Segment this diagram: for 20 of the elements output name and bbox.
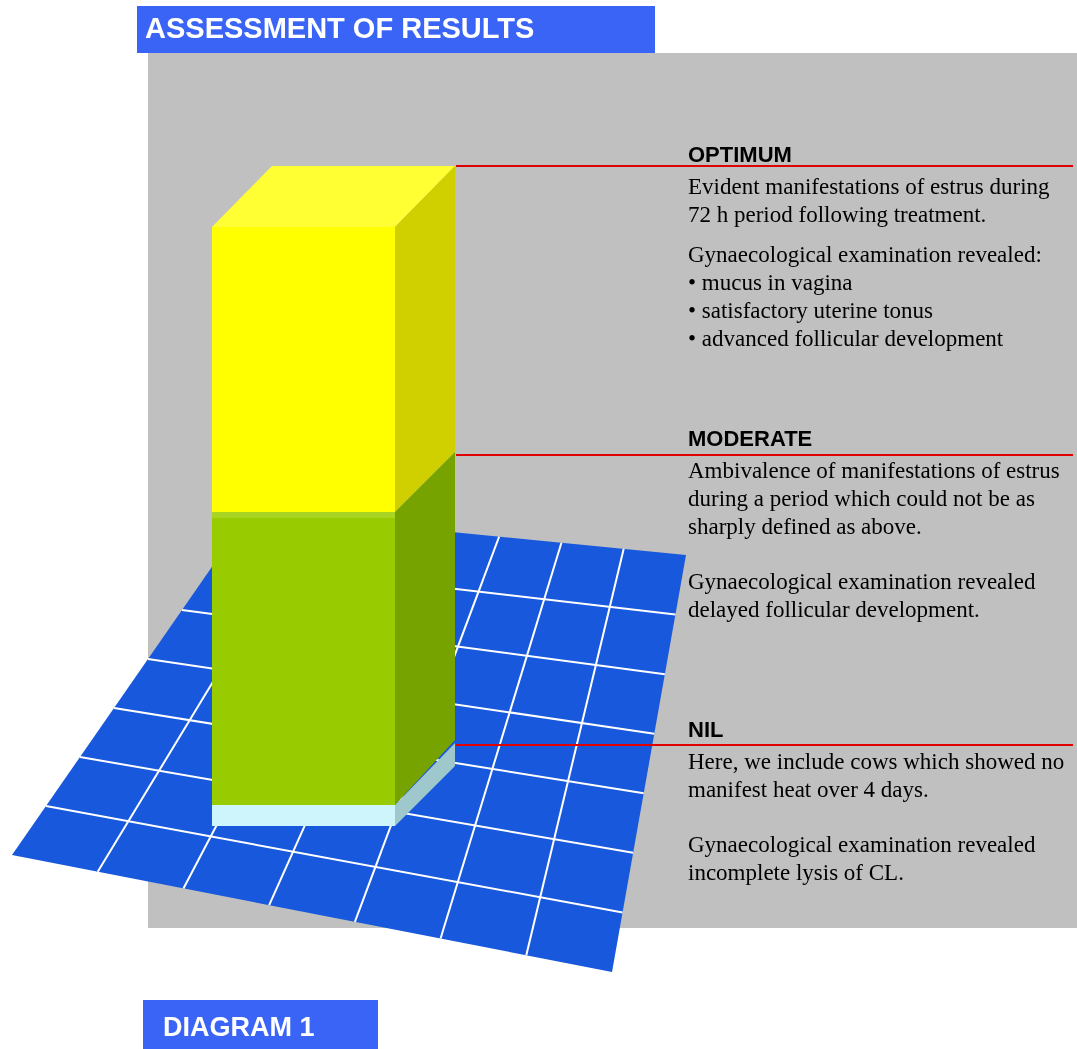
leader-line: [455, 744, 1074, 746]
bullet-item: • mucus in vagina: [688, 269, 853, 297]
description-text: Gynaecological examination revealed delayed follicular development.: [688, 568, 1037, 624]
level-heading: NIL: [688, 718, 724, 742]
description-text: Here, we include cows which showed no manifest heat over 4 days.: [688, 748, 1066, 804]
bullet-item: • advanced follicular development: [688, 325, 1004, 353]
description-text: Gynaecological examination revealed:: [688, 241, 1042, 269]
description-text: Evident manifestations of estrus during 72 h period following treatment.: [688, 173, 1051, 229]
title-banner: ASSESSMENT OF RESULTS: [137, 6, 655, 53]
bullet-item: • satisfactory uterine tonus: [688, 297, 933, 325]
level-heading: OPTIMUM: [688, 143, 792, 167]
leader-line: [455, 165, 1074, 167]
caption-banner: DIAGRAM 1: [143, 1000, 378, 1049]
description-text: Gynaecological examination revealed incomplete lysis of CL.: [688, 831, 1037, 887]
block-segment: [212, 166, 455, 512]
description-text: Ambivalence of manifestations of estrus during a period which could not be as sharply defined as above.: [688, 457, 1061, 541]
block-segment: [212, 452, 455, 805]
level-heading: MODERATE: [688, 427, 813, 451]
block-segment: [212, 743, 455, 826]
leader-line: [455, 454, 1074, 456]
